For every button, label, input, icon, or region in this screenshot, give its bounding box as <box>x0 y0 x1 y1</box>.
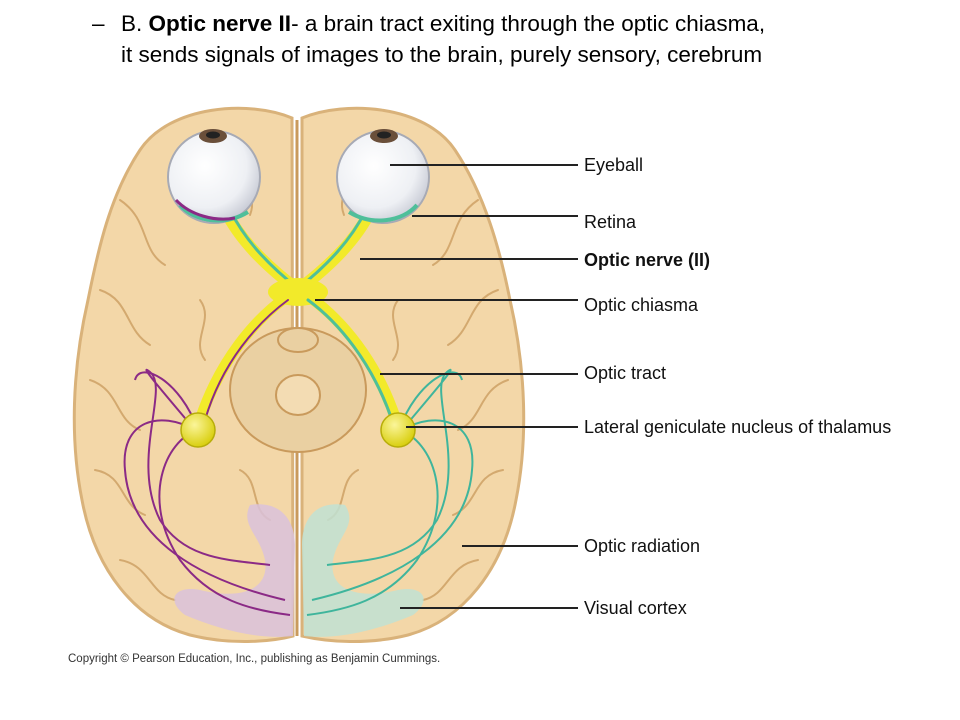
label-optic-nerve: Optic nerve (II) <box>584 250 711 270</box>
eyeball-right <box>336 129 430 224</box>
visual-cortex-right <box>302 504 424 637</box>
label-optic-radiation: Optic radiation <box>584 536 701 556</box>
bullet-line-1: B. Optic nerve II- a brain tract exiting… <box>121 8 765 39</box>
mammillary-bodies <box>277 327 319 353</box>
lgn-left <box>180 412 216 448</box>
bullet-term: Optic nerve II <box>148 11 292 36</box>
label-lgn: Lateral geniculate nucleus of thalamus <box>584 417 892 437</box>
bullet-prefix: B. <box>121 11 149 36</box>
label-visual-cortex: Visual cortex <box>584 598 687 618</box>
copyright-notice: Copyright © Pearson Education, Inc., pub… <box>68 653 441 665</box>
bullet-line-1-rest: - a brain tract exiting through the opti… <box>291 11 766 36</box>
optic-tracts <box>194 292 402 426</box>
label-retina: Retina <box>584 212 637 232</box>
label-eyeball: Eyeball <box>584 155 644 175</box>
bullet-line-2: it sends signals of images to the brain,… <box>121 42 763 67</box>
bullet-dash: – <box>92 11 105 36</box>
leader-lines <box>315 164 578 609</box>
eyeball-left <box>167 129 261 224</box>
label-optic-chiasma: Optic chiasma <box>584 295 699 315</box>
lgn-right <box>380 412 416 448</box>
label-optic-tract: Optic tract <box>584 363 667 383</box>
cerebral-aqueduct <box>275 374 321 416</box>
visual-cortex-left <box>174 504 295 637</box>
